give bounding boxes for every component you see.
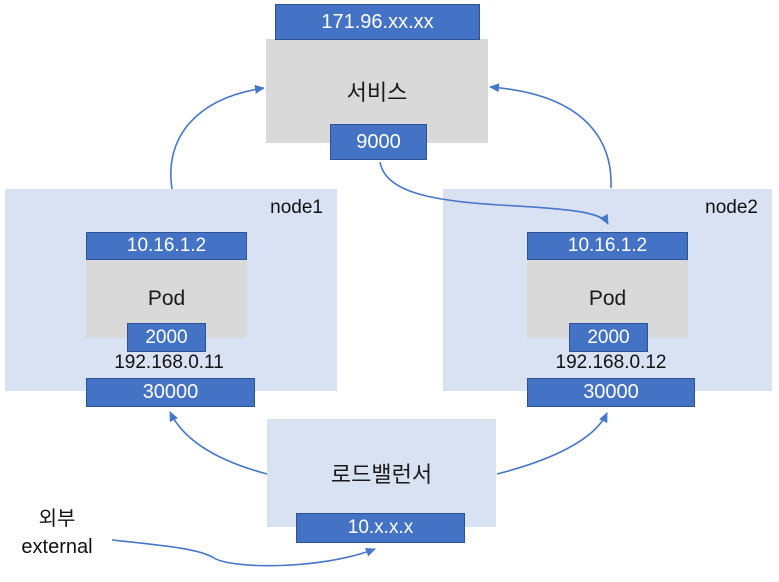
arrow-loadbalancer-to-node2-port: [496, 412, 608, 475]
service-label: 서비스: [346, 80, 408, 105]
node1-ip: 192.168.0.11: [114, 352, 224, 373]
node1-pod-port: 2000: [127, 323, 206, 352]
node2-ip: 192.168.0.12: [555, 352, 667, 373]
node2-pod-label: Pod: [588, 287, 627, 310]
node1-box: node1: [5, 189, 337, 391]
loadbalancer-ip: 10.x.x.x: [296, 513, 465, 543]
node2-pod-ip: 10.16.1.2: [527, 232, 688, 260]
node1-name: node1: [270, 197, 323, 218]
arrow-external-to-loadbalancer-ip: [111, 539, 376, 567]
node2-pod-port: 2000: [569, 323, 648, 352]
node1-pod-ip: 10.16.1.2: [86, 232, 247, 260]
service-port: 9000: [330, 124, 427, 160]
arrow-node2-to-service: [489, 83, 612, 189]
node2-name: node2: [705, 197, 758, 218]
loadbalancer-box: 로드밸런서: [267, 419, 496, 527]
external-label: 외부 external: [7, 505, 107, 561]
loadbalancer-label: 로드밸런서: [330, 462, 433, 487]
external-label-english: external: [21, 536, 93, 558]
node2-node-port: 30000: [527, 378, 695, 407]
arrow-node1-to-service: [170, 84, 265, 190]
node1-pod-label: Pod: [147, 287, 186, 310]
service-external-ip: 171.96.xx.xx: [275, 4, 480, 40]
arrow-loadbalancer-to-node1-port: [169, 411, 268, 475]
external-label-korean: 외부: [38, 508, 76, 530]
node1-node-port: 30000: [86, 378, 255, 407]
